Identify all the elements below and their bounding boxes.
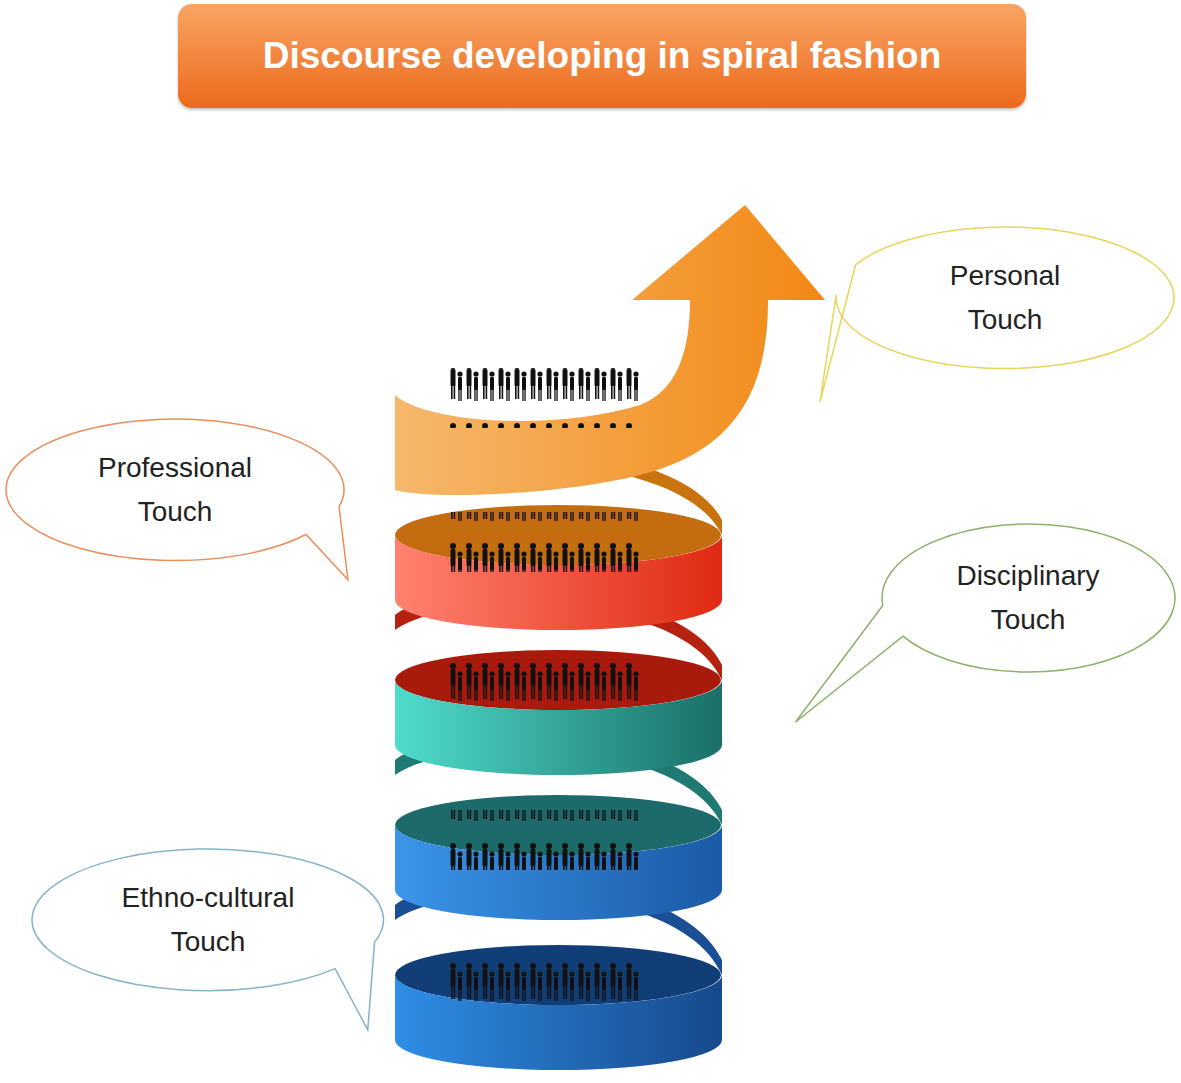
bubble-path — [795, 524, 1175, 722]
bubble-outline — [881, 523, 1176, 673]
speech-bubble: Personal Touch — [835, 226, 1175, 370]
bubble-outline — [31, 848, 385, 992]
bubble-path — [32, 849, 384, 1030]
bubble-outline — [835, 226, 1175, 370]
title-text: Discourse developing in spiral fashion — [263, 35, 941, 77]
bubble-outline — [5, 418, 345, 562]
speech-bubble: Professional Touch — [5, 418, 345, 562]
bubble-path — [820, 227, 1174, 402]
bubble-text: Professional Touch — [80, 446, 270, 534]
speech-bubble: Ethno-cultural Touch — [31, 848, 385, 992]
speech-bubble: Disciplinary Touch — [881, 523, 1176, 673]
title-banner: Discourse developing in spiral fashion — [178, 4, 1026, 108]
people-crowds — [448, 368, 640, 1018]
bubble-text: Ethno-cultural Touch — [93, 876, 323, 964]
bubble-text: Personal Touch — [930, 254, 1080, 342]
bubble-text: Disciplinary Touch — [938, 554, 1118, 642]
spiral-bands — [395, 205, 825, 1070]
spiral-back — [395, 448, 722, 1005]
bubble-path — [6, 419, 348, 580]
